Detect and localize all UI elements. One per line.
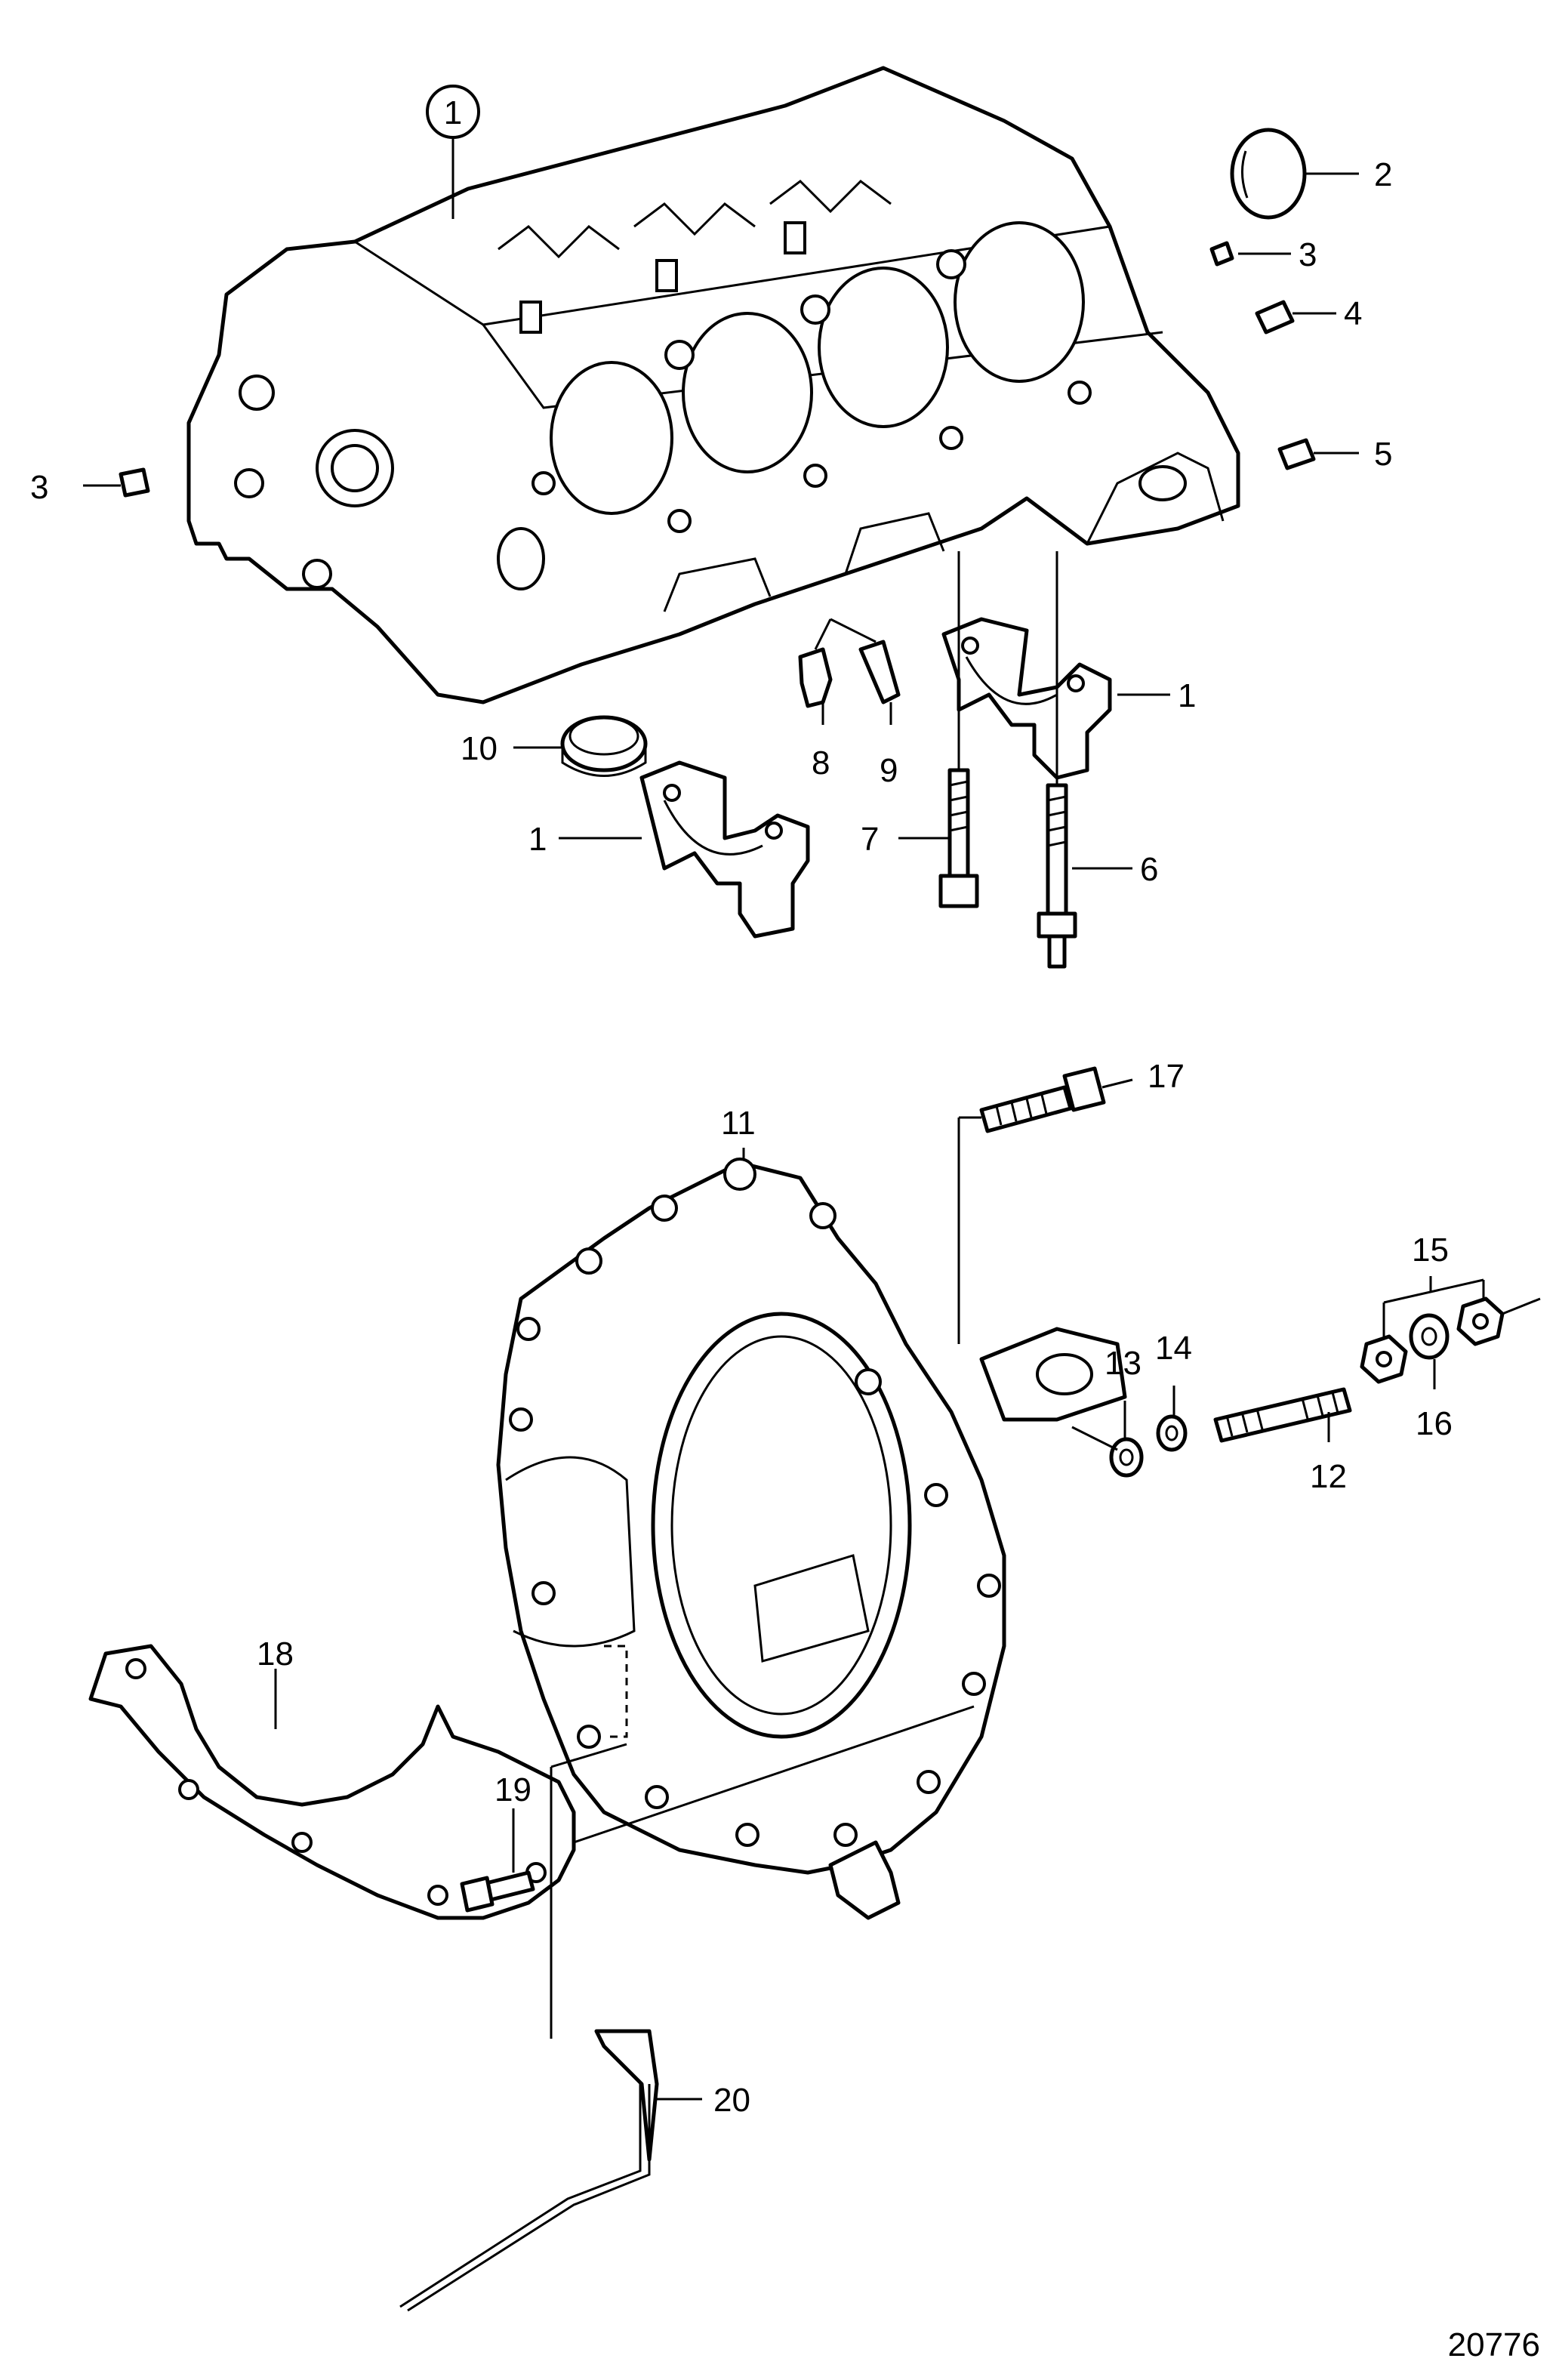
- stud-12: [1213, 1387, 1352, 1443]
- main-cap-stud: [1037, 783, 1077, 969]
- callout-1-cap-left: 1: [528, 821, 547, 858]
- callout-17: 17: [1148, 1058, 1185, 1095]
- callout-14: 14: [1155, 1330, 1192, 1367]
- fitting-9: [858, 640, 901, 704]
- spring-washer-14: [1156, 1414, 1188, 1452]
- callout-8: 8: [812, 745, 830, 782]
- housing-bolt: [979, 1066, 1106, 1133]
- callouts: 1 2 3 3 4 5 1 1 6 7 8 9 10 11 12 13 14 1…: [30, 94, 1453, 2119]
- callout-3-right: 3: [1299, 236, 1317, 273]
- callout-18: 18: [257, 1635, 294, 1672]
- callout-1-circle: [426, 85, 480, 139]
- washer-13: [1109, 1437, 1144, 1478]
- callout-2: 2: [1374, 156, 1392, 193]
- callout-10: 10: [461, 730, 498, 767]
- callout-5: 5: [1374, 436, 1392, 473]
- cover-plate: [88, 1644, 576, 1920]
- callout-7: 7: [861, 821, 879, 858]
- drawing-reference-number: 20776: [1448, 2326, 1540, 2363]
- callout-1-circled: 1: [444, 94, 462, 131]
- callout-12: 12: [1310, 1458, 1347, 1495]
- callout-9: 9: [880, 752, 898, 789]
- main-bearing-cap-left: [639, 760, 810, 939]
- callout-19: 19: [495, 1771, 531, 1808]
- callout-11: 11: [721, 1105, 756, 1142]
- flywheel-housing: [496, 1158, 1127, 1920]
- main-bearing-cap-right: [941, 617, 1112, 780]
- callout-1-cap-right: 1: [1178, 677, 1196, 714]
- callout-13: 13: [1105, 1345, 1142, 1382]
- nut-15b: [1456, 1296, 1505, 1346]
- seal-ring: [560, 715, 648, 777]
- plug-right: [1209, 241, 1234, 267]
- callout-15: 15: [1412, 1232, 1449, 1269]
- plug-left: [119, 467, 150, 498]
- main-cap-bolt: [938, 768, 979, 908]
- cover-screw: [460, 1870, 535, 1913]
- callout-16: 16: [1416, 1405, 1453, 1442]
- engine-block: [186, 66, 1240, 704]
- leader-lines: [83, 137, 1541, 2101]
- cup-plug: [1230, 128, 1307, 220]
- fitting-8: [798, 647, 833, 708]
- callout-3-left: 3: [30, 469, 48, 506]
- dowel-pin-5: [1277, 438, 1316, 470]
- callout-4: 4: [1344, 295, 1362, 332]
- callout-20: 20: [713, 2082, 750, 2119]
- dipstick-tube: [399, 2029, 659, 2312]
- washer-16: [1409, 1313, 1450, 1360]
- dowel-pin-4: [1255, 300, 1295, 334]
- callout-6: 6: [1140, 851, 1158, 888]
- nut-15a: [1360, 1334, 1408, 1384]
